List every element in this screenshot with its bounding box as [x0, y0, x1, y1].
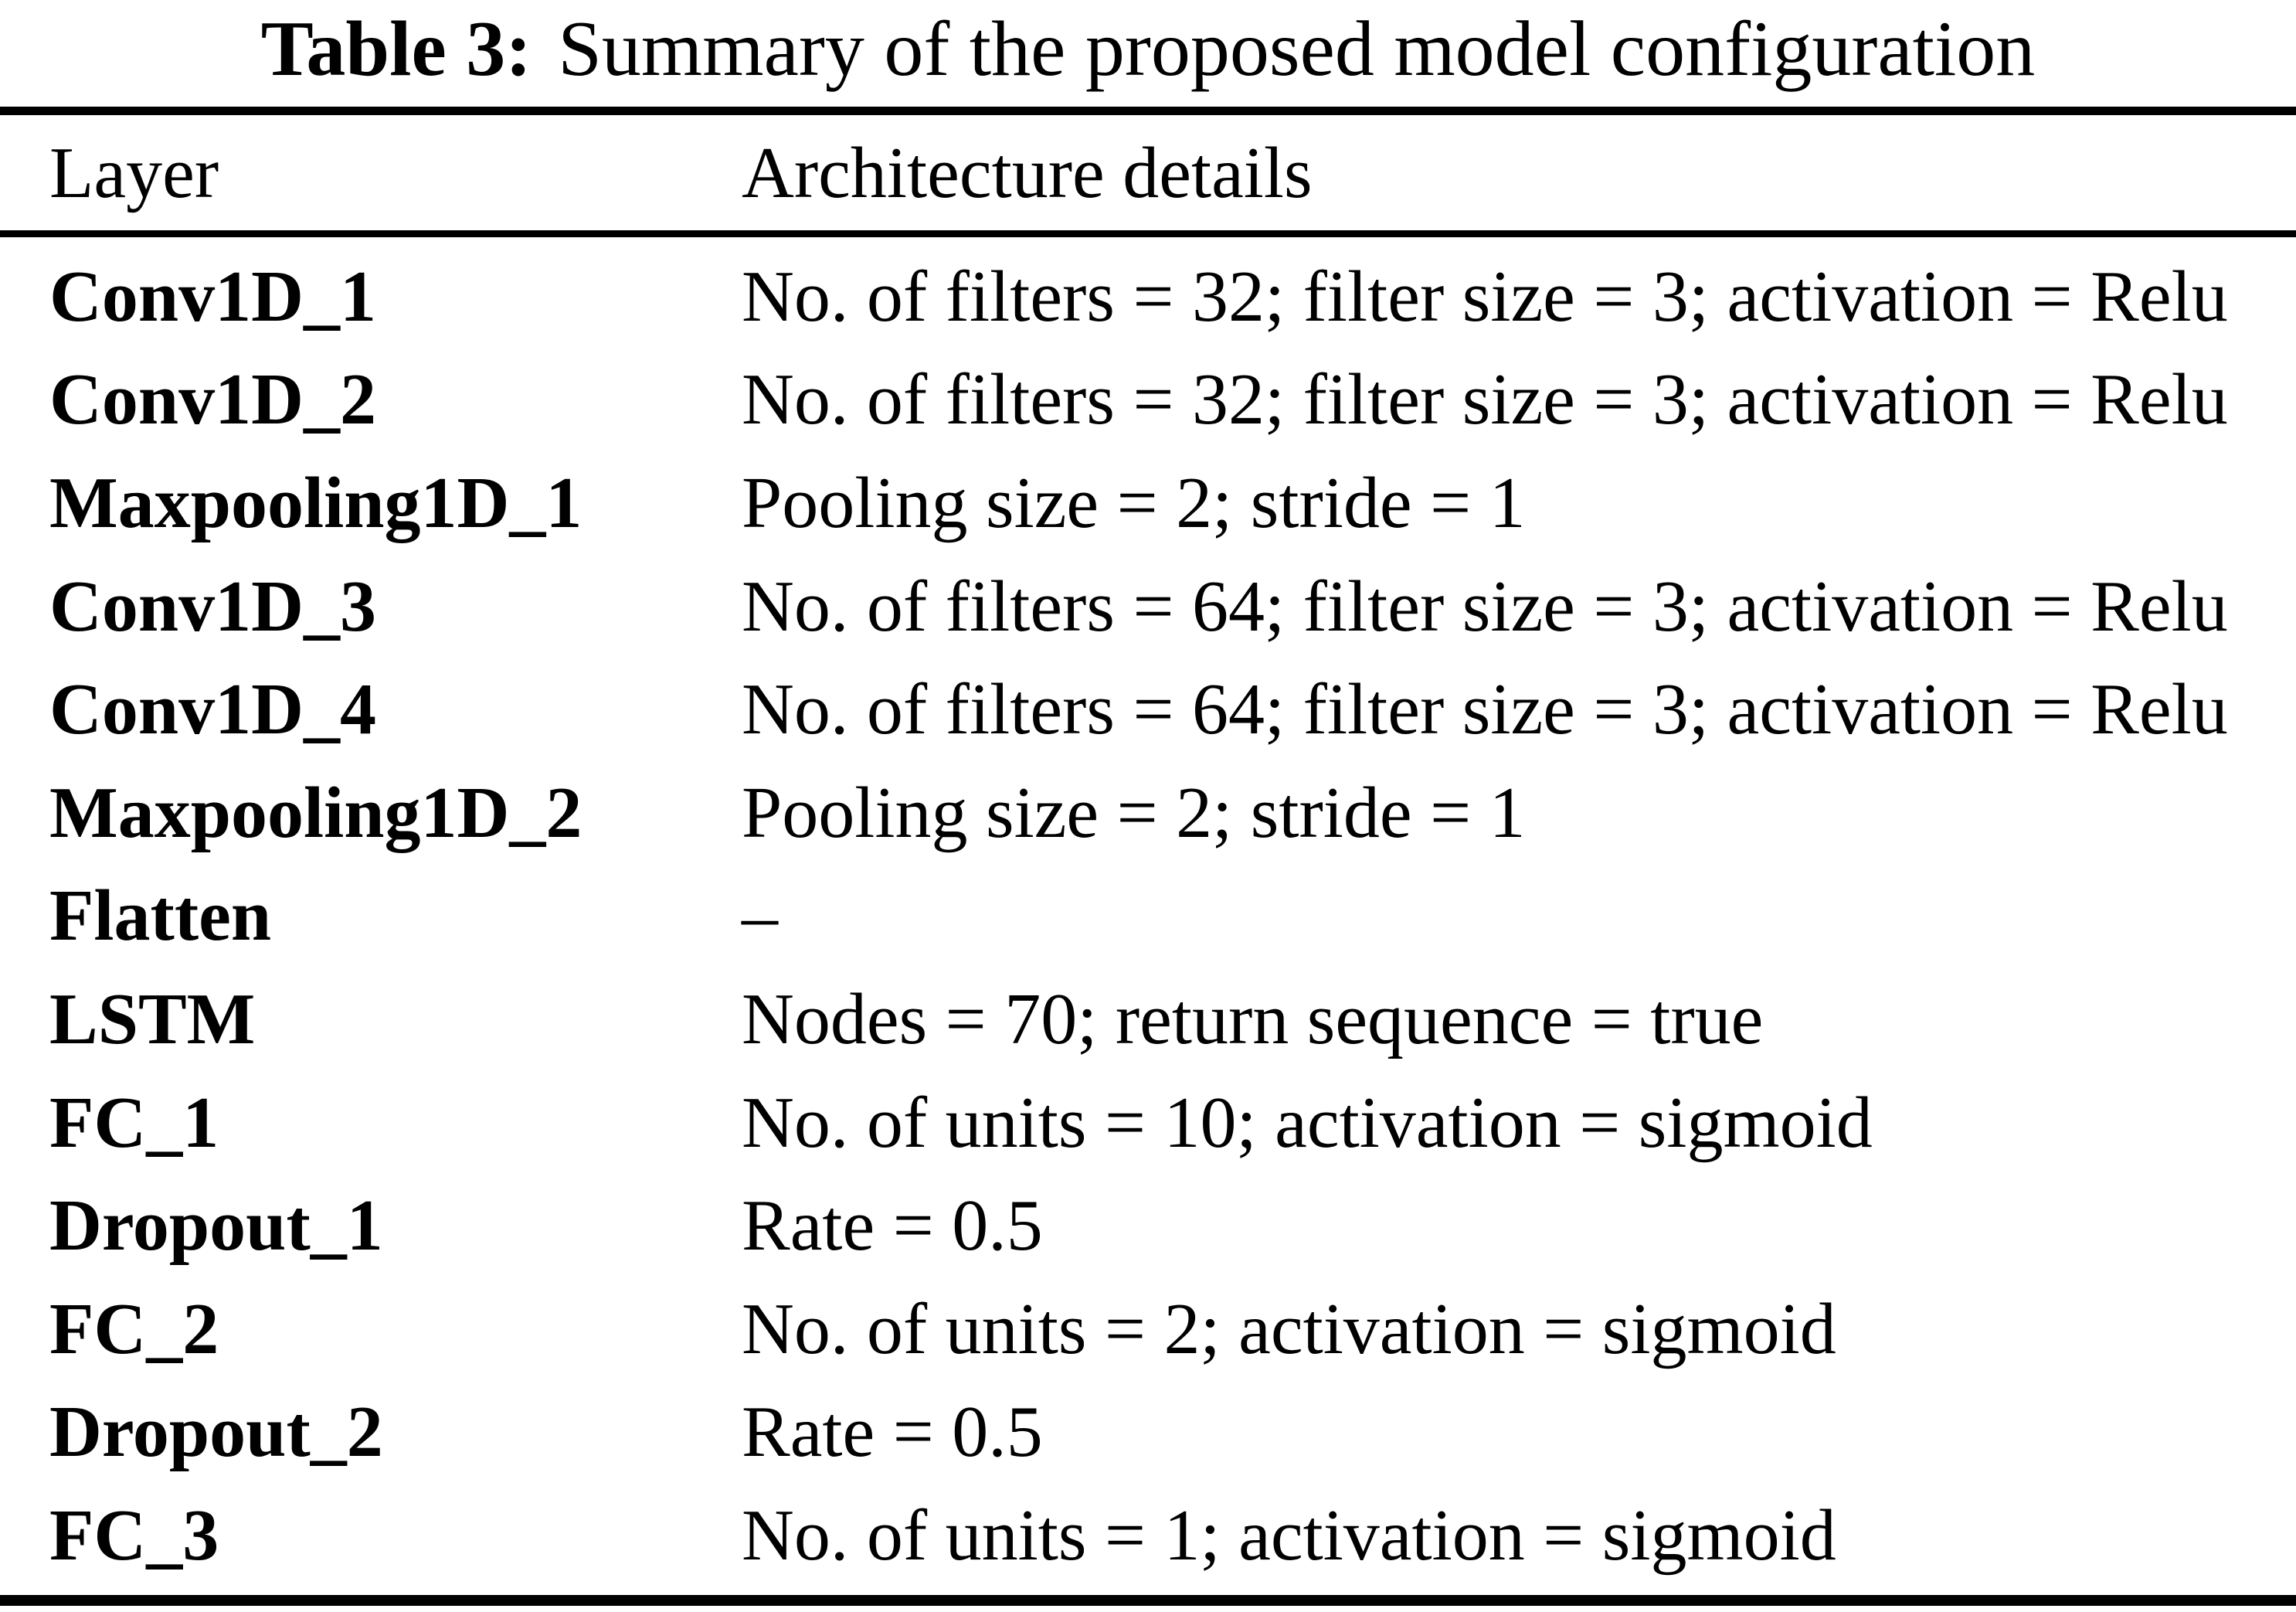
details-cell: Pooling size = 2; stride = 1: [742, 462, 1526, 543]
details-cell: No. of units = 1; activation = sigmoid: [742, 1495, 1836, 1576]
table-row: FC_1 No. of units = 10; activation = sig…: [0, 1071, 2296, 1175]
layer-cell: LSTM: [49, 978, 256, 1059]
details-cell: No. of units = 2; activation = sigmoid: [742, 1288, 1836, 1369]
layer-cell: Conv1D_4: [49, 669, 377, 750]
table-row: Flatten –: [0, 865, 2296, 968]
layer-cell: Dropout_1: [49, 1185, 383, 1267]
details-cell: Pooling size = 2; stride = 1: [742, 772, 1526, 853]
details-cell: Nodes = 70; return sequence = true: [742, 978, 1764, 1059]
layer-cell: Conv1D_1: [49, 256, 377, 337]
table-top-rule: [0, 107, 2296, 115]
layer-cell: FC_3: [49, 1495, 219, 1576]
table-row: FC_3 No. of units = 1; activation = sigm…: [0, 1484, 2296, 1587]
layer-cell: Flatten: [49, 876, 272, 957]
table-caption-label: Table 3:: [260, 5, 532, 93]
details-cell: No. of filters = 64; filter size = 3; ac…: [742, 566, 2228, 647]
table-body: Conv1D_1 No. of filters = 32; filter siz…: [0, 245, 2296, 1587]
details-cell: No. of filters = 64; filter size = 3; ac…: [742, 669, 2228, 750]
details-cell: Rate = 0.5: [742, 1185, 1043, 1267]
table-row: Maxpooling1D_1 Pooling size = 2; stride …: [0, 451, 2296, 555]
table-row: Dropout_1 Rate = 0.5: [0, 1174, 2296, 1277]
layer-cell: Conv1D_3: [49, 566, 377, 647]
table-row: Conv1D_4 No. of filters = 64; filter siz…: [0, 658, 2296, 761]
layer-cell: FC_1: [49, 1082, 219, 1163]
table-row: LSTM Nodes = 70; return sequence = true: [0, 968, 2296, 1071]
table-row: Conv1D_3 No. of filters = 64; filter siz…: [0, 555, 2296, 658]
table-row: FC_2 No. of units = 2; activation = sigm…: [0, 1277, 2296, 1381]
table-bottom-rule: [0, 1595, 2296, 1606]
column-header-layer: Layer: [49, 132, 219, 213]
table-caption-text: Summary of the proposed model configurat…: [558, 5, 2036, 93]
layer-cell: Dropout_2: [49, 1392, 383, 1473]
details-cell: Rate = 0.5: [742, 1392, 1043, 1473]
table-row: Maxpooling1D_2 Pooling size = 2; stride …: [0, 761, 2296, 865]
column-header-architecture-details: Architecture details: [742, 132, 1313, 213]
table-header-row: Layer Architecture details: [0, 115, 2296, 230]
layer-cell: Maxpooling1D_1: [49, 462, 582, 543]
table-mid-rule: [0, 230, 2296, 237]
details-cell: –: [742, 876, 778, 957]
table-row: Conv1D_2 No. of filters = 32; filter siz…: [0, 349, 2296, 452]
details-cell: No. of units = 10; activation = sigmoid: [742, 1082, 1873, 1163]
table-row: Conv1D_1 No. of filters = 32; filter siz…: [0, 245, 2296, 349]
details-cell: No. of filters = 32; filter size = 3; ac…: [742, 359, 2228, 440]
table-row: Dropout_2 Rate = 0.5: [0, 1381, 2296, 1484]
details-cell: No. of filters = 32; filter size = 3; ac…: [742, 256, 2228, 337]
layer-cell: Conv1D_2: [49, 359, 377, 440]
table-caption: Table 3: Summary of the proposed model co…: [0, 0, 2296, 99]
layer-cell: FC_2: [49, 1288, 219, 1369]
layer-cell: Maxpooling1D_2: [49, 772, 582, 853]
